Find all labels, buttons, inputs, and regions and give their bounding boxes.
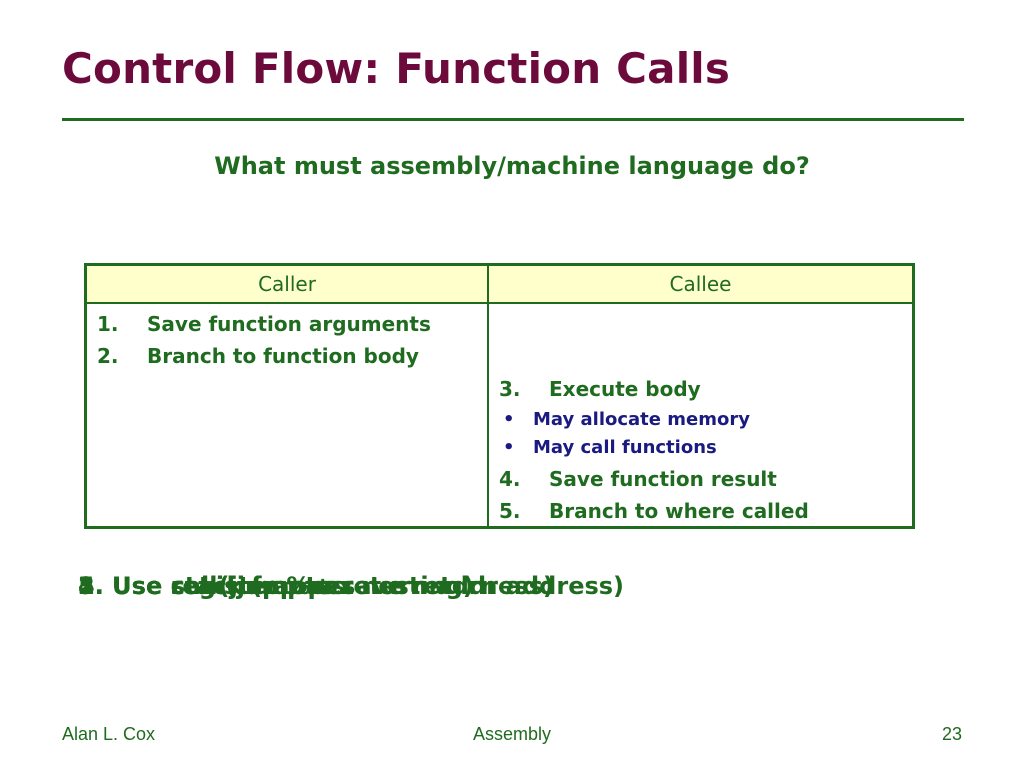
step-number: 3.: [499, 377, 521, 401]
step-text: Branch to function body: [147, 344, 419, 368]
callee-subitem-call: • May call functions: [503, 437, 717, 458]
overlapping-answer-text: 1. Use stack (proper nesting) 2. Use cal…: [78, 572, 948, 616]
answer-stack: 1. Use stack (proper nesting): [78, 572, 474, 600]
caller-column: 1. Save function arguments 2. Branch to fu…: [87, 304, 489, 526]
answer-stack-frames: 3. Use stack frames: [78, 572, 346, 600]
footer-author: Alan L. Cox: [62, 724, 156, 744]
caller-step-1: 1. Save function arguments: [97, 312, 431, 336]
step-text: Save function arguments: [147, 312, 431, 336]
subitem-text: May allocate memory: [533, 409, 750, 430]
step-number: 2.: [97, 344, 119, 368]
callee-column: 3. Execute body • May allocate memory • May…: [489, 304, 912, 526]
answer-ret: 5. Use ret (jump to return address): [78, 572, 554, 600]
slide-title: Control Flow: Function Calls: [62, 44, 731, 93]
answer-register: 4. Use register %rax: [78, 572, 354, 600]
caller-step-2: 2. Branch to function body: [97, 344, 419, 368]
footer-topic: Assembly: [472, 724, 552, 744]
bullet-icon: •: [503, 437, 515, 458]
step-text: Branch to where called: [549, 499, 809, 523]
subitem-text: May call functions: [533, 437, 717, 458]
callee-header: Callee: [669, 272, 732, 296]
step-number: 5.: [499, 499, 521, 523]
footer-page-number: 23: [941, 724, 962, 744]
step-text: Execute body: [549, 377, 701, 401]
title-divider: [62, 118, 964, 121]
slide-subtitle: What must assembly/machine language do?: [214, 152, 810, 180]
callee-subitem-allocate: • May allocate memory: [503, 409, 750, 430]
table-header-row: Caller Callee: [87, 266, 912, 304]
callee-step-3: 3. Execute body: [499, 377, 701, 401]
step-number: 1.: [97, 312, 119, 336]
step-text: Save function result: [549, 467, 777, 491]
answer-call: 2. Use call (jump + save return address): [78, 572, 625, 600]
bullet-icon: •: [503, 409, 515, 430]
callee-step-5: 5. Branch to where called: [499, 499, 809, 523]
table-body-row: 1. Save function arguments 2. Branch to fu…: [87, 304, 912, 526]
caller-callee-table: Caller Callee 1. Save function arguments …: [84, 263, 915, 529]
step-number: 4.: [499, 467, 521, 491]
callee-step-4: 4. Save function result: [499, 467, 777, 491]
caller-header: Caller: [87, 266, 489, 302]
